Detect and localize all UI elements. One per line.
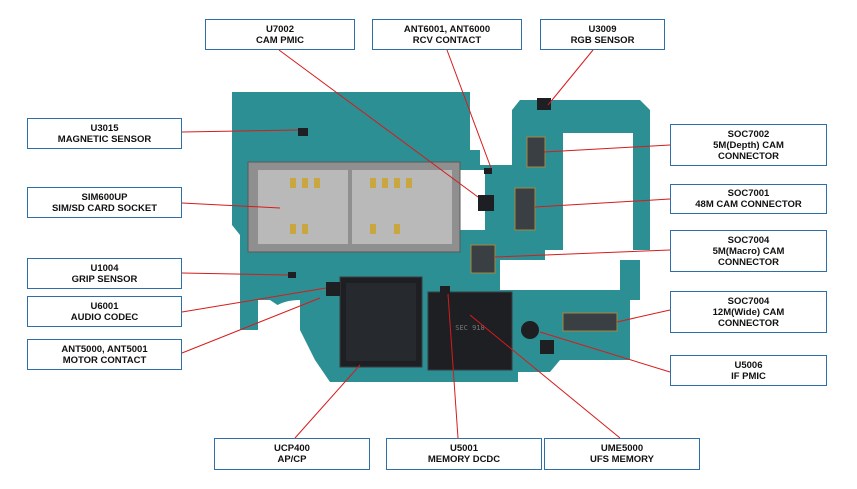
label-ume5000: UME5000 UFS MEMORY [544,438,700,470]
label-soc7001-id: SOC7001 [727,188,770,199]
label-u6001: U6001 AUDIO CODEC [27,296,182,327]
label-u5006: U5006 IF PMIC [670,355,827,386]
label-ant6001-desc: RCV CONTACT [412,34,482,46]
label-soc7001: SOC7001 48M CAM CONNECTOR [670,184,827,214]
sim-card-socket [247,161,461,253]
label-ucp400-id: UCP400 [274,443,310,454]
label-sim600up-id: SIM600UP [81,191,128,203]
label-soc7004-wide-desc: 12M(Wide) CAM [712,306,785,318]
label-u6001-id: U6001 [90,300,119,312]
label-ant6001: ANT6001, ANT6000 RCV CONTACT [372,19,522,50]
label-soc7004-wide: SOC7004 12M(Wide) CAM CONNECTOR [670,291,827,333]
label-u6001-desc: AUDIO CODEC [70,311,139,323]
svg-text:SEC 918: SEC 918 [455,324,485,332]
label-u3015: U3015 MAGNETIC SENSOR [27,118,182,149]
label-ant6001-id: ANT6001, ANT6000 [403,23,491,35]
label-u3009: U3009 RGB SENSOR [540,19,665,50]
label-ume5000-desc: UFS MEMORY [589,454,655,465]
label-soc7004-macro-desc: 5M(Macro) CAM [712,245,785,257]
label-u5001: U5001 MEMORY DCDC [386,438,542,470]
label-soc7002-type: CONNECTOR [717,150,780,162]
label-ucp400: UCP400 AP/CP [214,438,370,470]
label-u1004-desc: GRIP SENSOR [71,273,138,285]
ap-cp-chip [339,276,423,368]
label-soc7004-macro-id: SOC7004 [727,234,770,246]
label-soc7001-desc: 48M CAM CONNECTOR [695,199,802,210]
small-components [288,98,554,354]
label-u7002: U7002 CAM PMIC [205,19,355,50]
label-u5001-desc: MEMORY DCDC [427,454,501,465]
label-ucp400-desc: AP/CP [277,454,307,465]
label-u1004-id: U1004 [90,262,119,274]
label-u7002-id: U7002 [266,23,294,35]
label-u5001-id: U5001 [450,443,478,454]
label-ant5000-desc: MOTOR CONTACT [62,354,147,366]
label-u5006-desc: IF PMIC [731,370,766,382]
callout-lines [181,49,671,439]
label-soc7004-macro: SOC7004 5M(Macro) CAM CONNECTOR [670,230,827,272]
label-u3015-id: U3015 [90,122,119,134]
label-u3009-id: U3009 [588,23,617,35]
label-u3015-desc: MAGNETIC SENSOR [57,133,152,145]
label-ume5000-id: UME5000 [600,443,644,454]
label-soc7002-id: SOC7002 [727,128,770,140]
label-ant5000-id: ANT5000, ANT5001 [61,343,148,355]
label-soc7004-macro-type: CONNECTOR [717,256,780,268]
ufs-memory-chip: SEC 918 [427,291,513,371]
label-soc7002-desc: 5M(Depth) CAM [713,139,784,151]
label-sim600up: SIM600UP SIM/SD CARD SOCKET [27,187,182,218]
label-ant5000: ANT5000, ANT5001 MOTOR CONTACT [27,339,182,370]
label-u3009-desc: RGB SENSOR [570,34,635,46]
label-u7002-desc: CAM PMIC [255,34,305,46]
label-soc7004-wide-id: SOC7004 [727,295,770,307]
label-sim600up-desc: SIM/SD CARD SOCKET [51,202,158,214]
label-soc7002: SOC7002 5M(Depth) CAM CONNECTOR [670,124,827,166]
label-u5006-id: U5006 [734,359,763,371]
label-u1004: U1004 GRIP SENSOR [27,258,182,289]
label-soc7004-wide-type: CONNECTOR [717,317,780,329]
